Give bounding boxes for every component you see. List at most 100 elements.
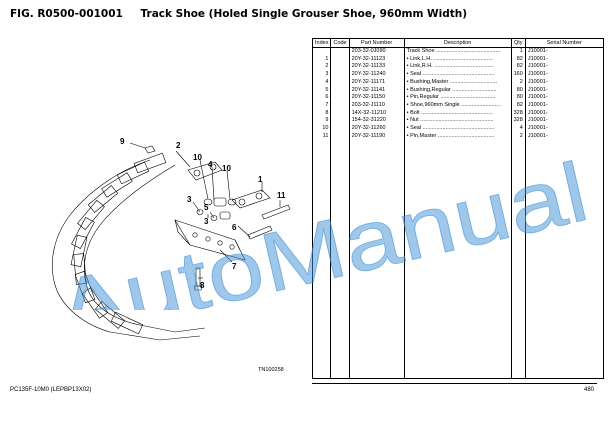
- link-detail: [187, 161, 271, 209]
- table-row: 11 20Y-32-11190• Pin,Master .............…: [311, 132, 604, 141]
- lower-chain-run: [109, 331, 201, 341]
- cell-part-number: 20Y-32-11141: [348, 86, 405, 95]
- cell-index: 7: [311, 101, 332, 110]
- pin-detail: [247, 204, 291, 240]
- footer-page-number: 480: [583, 387, 594, 393]
- track-chain-outline: [52, 159, 151, 333]
- cell-qty: 160: [510, 71, 526, 79]
- callout-3-upper: 3: [187, 195, 192, 204]
- col-header-part-number: Part Number: [348, 38, 405, 48]
- cell-serial: J10001-: [524, 109, 604, 118]
- cell-part-number: 20Y-32-11190: [348, 132, 405, 141]
- cell-index: 11: [311, 132, 332, 141]
- cell-description: • Link,R.H. ............................…: [403, 63, 512, 72]
- cell-qty: 80: [510, 86, 526, 95]
- figure-number: FIG. R0500-001001: [10, 8, 123, 20]
- cell-description: • Link,L.H. ............................…: [403, 55, 512, 64]
- cell-description: Track Shoe .............................…: [403, 47, 512, 56]
- bushing-seal-detail: [196, 197, 237, 221]
- callout-3-lower: 3: [204, 217, 209, 226]
- table-row: 1 20Y-32-11123• Link,L.H. ...............…: [311, 55, 604, 64]
- cell-serial: J10001-: [524, 71, 604, 79]
- col-header-qty: Qty: [510, 38, 526, 48]
- cell-code: [330, 63, 350, 72]
- cell-serial: J10001-: [524, 86, 604, 95]
- page-title: FIG. R0500-001001 Track Shoe (Holed Sing…: [10, 8, 467, 20]
- cell-index: 10: [311, 125, 332, 133]
- cell-index: 3: [311, 71, 332, 79]
- cell-part-number: 20Y-32-11260: [348, 125, 405, 133]
- callout-7: 7: [232, 262, 237, 271]
- callout-2: 2: [176, 141, 181, 150]
- cell-description: • Bushing,Regular ......................…: [403, 86, 512, 95]
- cell-part-number: 20Y-32-11150: [348, 94, 405, 102]
- cell-serial: J10001-: [524, 63, 604, 72]
- callout-labels: 9 2 10 4 10 1 11 3 5 3 6 7 8: [120, 137, 286, 290]
- cell-part-number: 20Y-32-11123: [348, 55, 405, 64]
- bolt-detail: [193, 267, 203, 291]
- cell-part-number: 154-32-31220: [348, 117, 405, 126]
- cell-description: • Seal .................................…: [403, 71, 512, 79]
- col-header-index: Index: [311, 38, 332, 48]
- cell-description: • Bushing,Master .......................…: [403, 78, 512, 87]
- cell-code: [330, 86, 350, 95]
- cell-code: [330, 78, 350, 87]
- cell-qty: 80: [510, 94, 526, 102]
- nut-detail: [144, 145, 156, 154]
- col-header-code: Code: [330, 38, 350, 48]
- cell-description: • Seal .................................…: [403, 125, 512, 133]
- cell-code: [330, 55, 350, 64]
- table-row: 9 154-32-31220• Nut .....................…: [311, 117, 604, 126]
- cell-index: 8: [311, 109, 332, 118]
- cell-serial: J10001-: [524, 78, 604, 87]
- cell-description: • Nut ..................................…: [403, 117, 512, 126]
- callout-1: 1: [258, 175, 263, 184]
- shoe-plates: [70, 152, 167, 335]
- leader-lines: [129, 142, 281, 279]
- cell-part-number: 203-32-J1110: [348, 101, 405, 110]
- table-row: 2 20Y-32-11133• Link,R.H. ...............…: [311, 63, 604, 72]
- footer-divider: [312, 383, 597, 384]
- cell-description: • Pin,Regular ..........................…: [403, 94, 512, 102]
- cell-qty: 2: [510, 132, 526, 141]
- col-header-description: Description: [403, 38, 512, 48]
- cell-qty: 1: [510, 47, 526, 56]
- parts-table-header: Index Code Part Number Description Qty S…: [311, 38, 604, 48]
- callout-9: 9: [120, 137, 125, 146]
- cell-code: [330, 132, 350, 141]
- cell-index: 2: [311, 63, 332, 72]
- cell-qty: 82: [510, 55, 526, 64]
- cell-part-number: 20Y-32-11133: [348, 63, 405, 72]
- cell-serial: J10001-: [524, 101, 604, 110]
- cell-qty: 82: [510, 101, 526, 110]
- cell-serial: J10001-: [524, 55, 604, 64]
- cell-part-number: 20Y-32-11240: [348, 71, 405, 79]
- cell-serial: J10001-: [524, 94, 604, 102]
- figure-title: Track Shoe (Holed Single Grouser Shoe, 9…: [140, 8, 468, 20]
- cell-serial: J10001-: [524, 47, 604, 56]
- callout-11: 11: [277, 191, 286, 200]
- cell-code: [330, 47, 350, 56]
- cell-qty: 82: [510, 63, 526, 72]
- cell-code: [330, 94, 350, 102]
- cell-description: • Pin,Master ...........................…: [403, 132, 512, 141]
- callout-4: 4: [208, 160, 213, 169]
- col-header-serial-number: Serial Number: [524, 38, 604, 48]
- cell-code: [330, 109, 350, 118]
- cell-serial: J10001-: [524, 117, 604, 126]
- illustration-code: TN100258: [258, 367, 284, 373]
- cell-serial: J10001-: [524, 125, 604, 133]
- cell-qty: 4: [510, 125, 526, 133]
- callout-10-upper: 10: [193, 153, 202, 162]
- callout-8: 8: [200, 281, 205, 290]
- cell-part-number: 203-32-0J090: [348, 47, 405, 56]
- cell-index: 1: [311, 55, 332, 64]
- cell-serial: J10001-: [524, 132, 604, 141]
- cell-index: 9: [311, 117, 332, 126]
- cell-qty: 2: [510, 78, 526, 87]
